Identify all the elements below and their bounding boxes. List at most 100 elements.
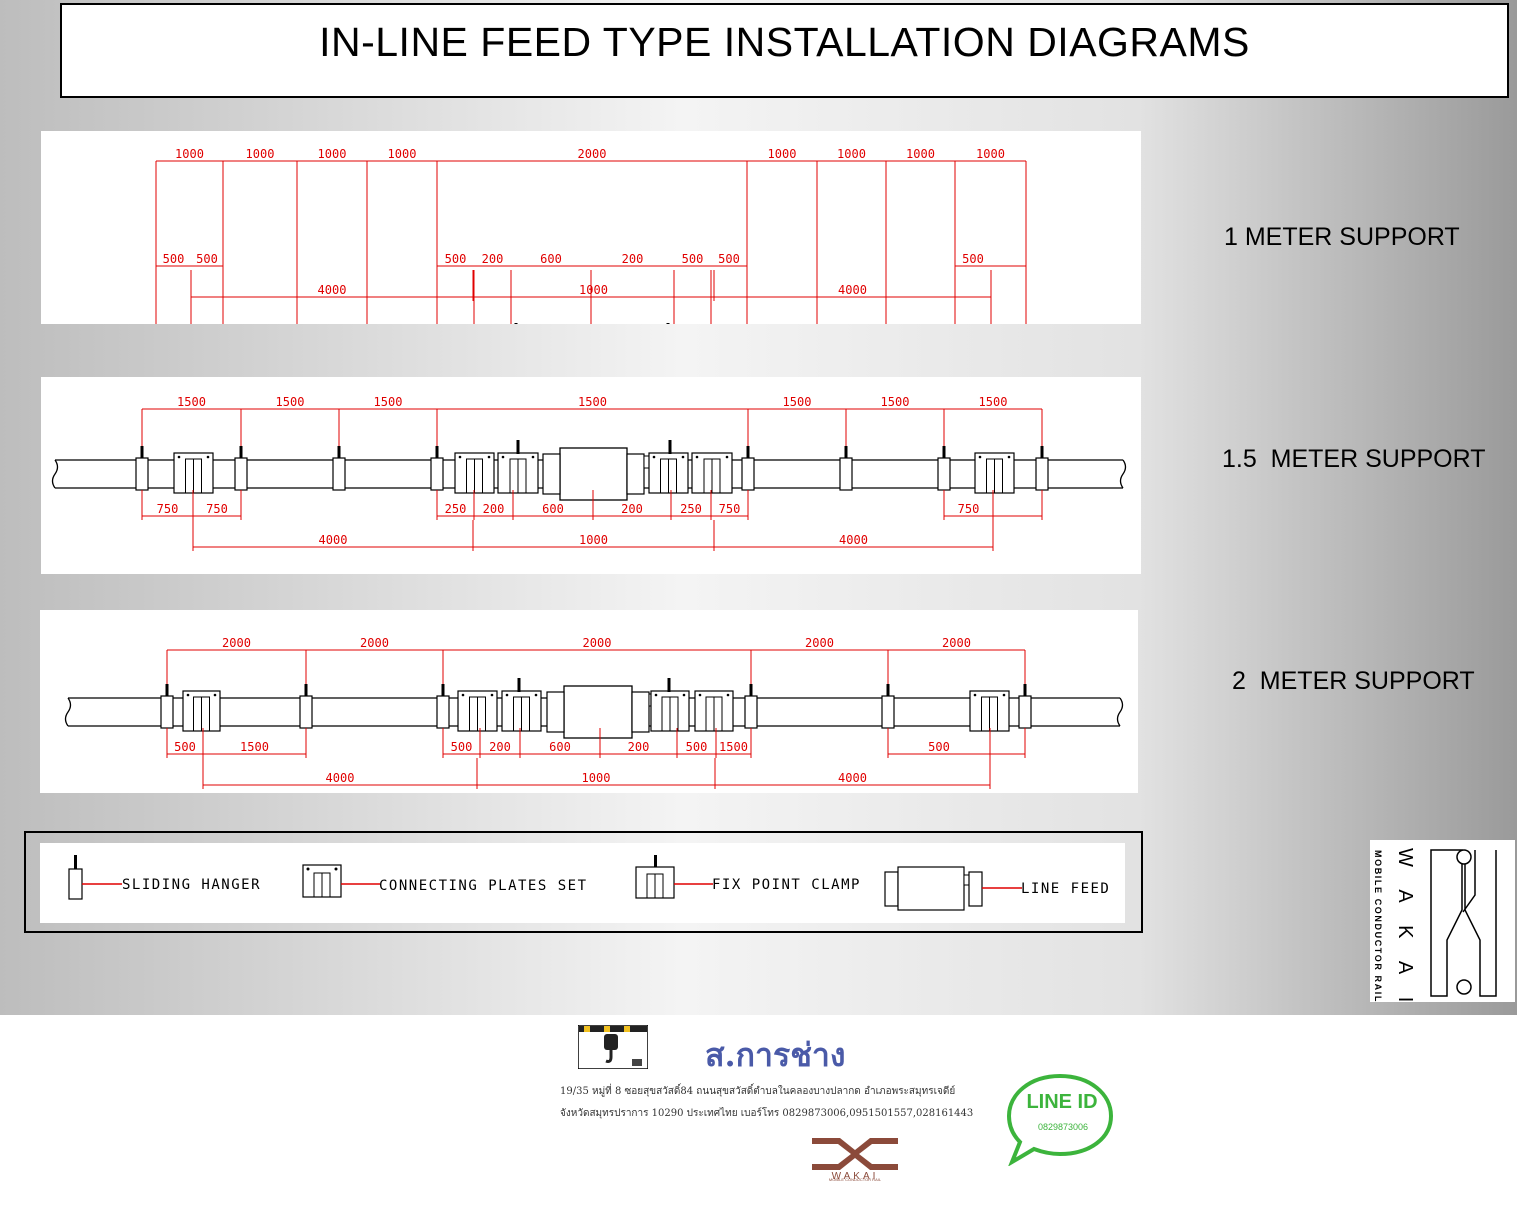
connecting-plate-bolt <box>978 455 982 459</box>
connecting-plate-bolt <box>1007 455 1011 459</box>
fix-point-clamp-post <box>514 323 518 324</box>
sliding-hanger-rod <box>746 446 750 458</box>
bottom-dimension-value: 200 <box>622 252 644 266</box>
sliding-hanger-rod <box>1023 684 1027 696</box>
label-1m-support: 1 METER SUPPORT <box>1224 223 1460 251</box>
fix-point-clamp-post <box>517 678 521 692</box>
top-dimension-value: 1000 <box>768 147 797 161</box>
line-id-number: 0829873006 <box>1038 1122 1088 1132</box>
wakai-logo-subtitle: MOBILE CONDUCTOR RAIL <box>1373 850 1383 1002</box>
sliding-hanger-rod <box>942 446 946 458</box>
page-title: IN-LINE FEED TYPE INSTALLATION DIAGRAMS <box>319 19 1250 65</box>
label-1-5m-support: 1.5 METER SUPPORT <box>1222 445 1486 473</box>
bottom-dimension-value: 750 <box>157 502 179 516</box>
top-dimension-value: 1000 <box>976 147 1005 161</box>
bottom-dimension-value: 200 <box>483 502 505 516</box>
connecting-plate-bolt <box>213 693 217 697</box>
top-dimension-value: 1500 <box>578 395 607 409</box>
connecting-plate-bolt <box>698 693 702 697</box>
label-2m-support: 2 METER SUPPORT <box>1232 667 1475 695</box>
top-dimension-value: 2000 <box>222 636 251 650</box>
top-dimension-value: 1500 <box>276 395 305 409</box>
span-dimension-value: 4000 <box>318 283 347 297</box>
connecting-plate-bolt <box>695 455 699 459</box>
connecting-plates-icon <box>302 864 342 898</box>
top-dimension-value: 1500 <box>374 395 403 409</box>
sliding-hanger <box>299 695 313 729</box>
top-dimension-value: 1500 <box>783 395 812 409</box>
rail-break-left <box>51 459 59 489</box>
sliding-hanger <box>430 457 444 491</box>
bottom-dimension-value: 500 <box>682 252 704 266</box>
sliding-hanger <box>881 695 895 729</box>
sliding-hanger <box>744 695 758 729</box>
span-dimension-value: 4000 <box>838 283 867 297</box>
address-line-1: 19/35 หมู่ที่ 8 ซอยสุขสวัสดิ์84 ถนนสุขสว… <box>560 1086 956 1097</box>
connecting-plate-bolt <box>534 693 538 697</box>
crane-hook-logo <box>578 1025 648 1069</box>
connecting-plate-slot <box>711 458 721 494</box>
bottom-dimension-value: 600 <box>542 502 564 516</box>
connecting-plate-bolt <box>973 693 977 697</box>
bottom-dimension-value: 500 <box>686 740 708 754</box>
wakai-logo-letters: W A K A I <box>1394 848 1416 1002</box>
span-dimension-value: 1000 <box>582 771 611 785</box>
bottom-dimension-value: 750 <box>206 502 228 516</box>
line-feed-end <box>542 453 561 495</box>
sliding-hanger <box>839 457 853 491</box>
legend-sliding-hanger-label: SLIDING HANGER <box>122 877 262 893</box>
top-dimension-value: 2000 <box>360 636 389 650</box>
connecting-plate-bolt <box>206 455 210 459</box>
top-dimension-value: 1500 <box>979 395 1008 409</box>
fix-point-clamp-post <box>667 678 671 692</box>
connecting-plate-bolt <box>531 455 535 459</box>
connecting-plate-slot <box>474 458 483 494</box>
legend-fix-point-clamp-label: FIX POINT CLAMP <box>712 877 861 893</box>
bottom-dimension-value: 500 <box>962 252 984 266</box>
company-name: ส.การช่าง <box>705 1036 846 1074</box>
legend-connecting-plates-label: CONNECTING PLATES SET <box>379 878 588 894</box>
top-dimension-value: 1000 <box>906 147 935 161</box>
wakai-small-logo: WAKAI <box>812 1138 898 1182</box>
fix-point-clamp-post <box>668 440 672 454</box>
sliding-hanger-rod <box>886 684 890 696</box>
bottom-dimension-value: 600 <box>549 740 571 754</box>
bottom-dimension-value: 1500 <box>719 740 748 754</box>
line-feed-end <box>546 691 565 733</box>
line-feed-body <box>563 685 633 739</box>
sliding-hanger <box>234 457 248 491</box>
top-dimension-value: 1000 <box>318 147 347 161</box>
line-feed-icon <box>884 866 983 911</box>
sliding-hanger-rod <box>844 446 848 458</box>
line-feed-end <box>631 691 650 733</box>
span-dimension-value: 4000 <box>838 771 867 785</box>
connecting-plate-bolt <box>186 693 190 697</box>
line-id-title: LINE ID <box>1026 1091 1097 1113</box>
connecting-plate-bolt <box>654 693 658 697</box>
address-line-2: จังหวัดสมุทรปราการ 10290 ประเทศไทย เบอร์… <box>560 1108 974 1119</box>
top-dimension-value: 2000 <box>942 636 971 650</box>
wakai-small-text: WAKAI <box>832 1171 879 1182</box>
connecting-plate-slot <box>193 458 202 494</box>
bottom-dimension-value: 500 <box>718 252 740 266</box>
connecting-plate-bolt <box>458 455 462 459</box>
connecting-plate-slot <box>989 696 998 732</box>
connecting-plate-bolt <box>1002 693 1006 697</box>
connecting-plate-bolt <box>501 455 505 459</box>
connecting-plate-slot <box>668 458 677 494</box>
wakai-small-subtitle: MOBILE CONDUCTOR RAIL <box>828 1177 882 1182</box>
span-dimension-value: 1000 <box>579 533 608 547</box>
bottom-dimension-value: 500 <box>928 740 950 754</box>
sliding-hanger <box>160 695 174 729</box>
connecting-plate-bolt <box>652 455 656 459</box>
top-dimension-value: 2000 <box>578 147 607 161</box>
rail-break-right <box>1116 697 1124 727</box>
connecting-plate-bolt <box>681 455 685 459</box>
legend-line-feed-label: LINE FEED <box>1021 881 1111 897</box>
span-dimension-value: 4000 <box>319 533 348 547</box>
sliding-hanger-rod <box>239 446 243 458</box>
bottom-dimension-value: 750 <box>958 502 980 516</box>
